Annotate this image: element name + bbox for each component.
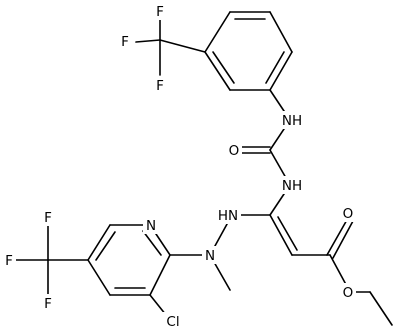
atom-label-o: O — [343, 206, 354, 222]
bond-phenyl-inner — [212, 51, 235, 84]
bond-phenyl-inner — [265, 51, 285, 84]
atom-label-f: F — [156, 4, 164, 20]
bond-phenyl — [204, 51, 231, 91]
atom-label-hn: HN — [218, 208, 238, 224]
bond-pyridine — [149, 254, 171, 296]
bond-phenyl — [269, 11, 293, 53]
atom-label-o: O — [229, 143, 240, 159]
atom-label-nh: NH — [282, 113, 302, 129]
bond-pyridine-inner — [95, 231, 116, 261]
bond-pyridine-inner — [142, 230, 162, 256]
bonds — [14, 11, 393, 326]
atom-label-n: N — [205, 248, 215, 264]
atom-label-nh: NH — [282, 178, 302, 194]
bond-vinyl-double — [269, 214, 293, 256]
bond-pyridine — [87, 224, 111, 261]
bond-ester-co — [332, 220, 354, 259]
bond-cf3top-f1 — [135, 39, 161, 43]
bond-ethyl — [369, 291, 393, 326]
bond-vinyl-double — [277, 216, 298, 251]
atom-label-o: O — [343, 285, 354, 301]
atom-labels: F F F NH O NH HN N O O N Cl F F F — [2, 2, 356, 330]
bond-pyridine — [87, 259, 111, 296]
atom-label-f: F — [44, 210, 52, 226]
bond-phenyl — [269, 51, 293, 91]
atom-label-f: F — [44, 296, 52, 312]
atom-label-f: F — [156, 78, 164, 94]
bond-cf3top-ring — [159, 39, 206, 53]
atom-label-cl: Cl — [166, 314, 179, 330]
bond-phenyl — [204, 11, 231, 53]
atom-label-f: F — [121, 34, 129, 50]
atom-label-n: N — [146, 218, 156, 234]
atom-label-f: F — [5, 253, 13, 269]
bond-ester-co — [326, 217, 349, 256]
